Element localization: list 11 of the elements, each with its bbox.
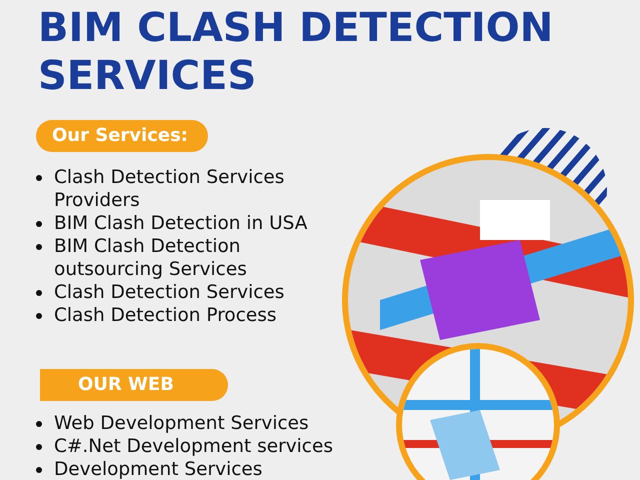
list-item: Clash Detection Process bbox=[34, 304, 344, 327]
list-item: Clash Detection Services bbox=[34, 281, 344, 304]
heading-banner: OUR WEB bbox=[40, 369, 228, 401]
list-item: BIM Clash Detection outsourcing Services bbox=[34, 235, 344, 281]
heading-banner: Our Services: bbox=[36, 120, 208, 152]
title: BIM CLASH DETECTION SERVICES bbox=[38, 4, 554, 100]
list-item: Development Services bbox=[34, 458, 344, 480]
list-item: C#.Net Development services bbox=[34, 435, 344, 458]
list-item: BIM Clash Detection in USA bbox=[34, 212, 344, 235]
list-item: Clash Detection Services Providers bbox=[34, 166, 344, 212]
list-item: Web Development Services bbox=[34, 412, 344, 435]
